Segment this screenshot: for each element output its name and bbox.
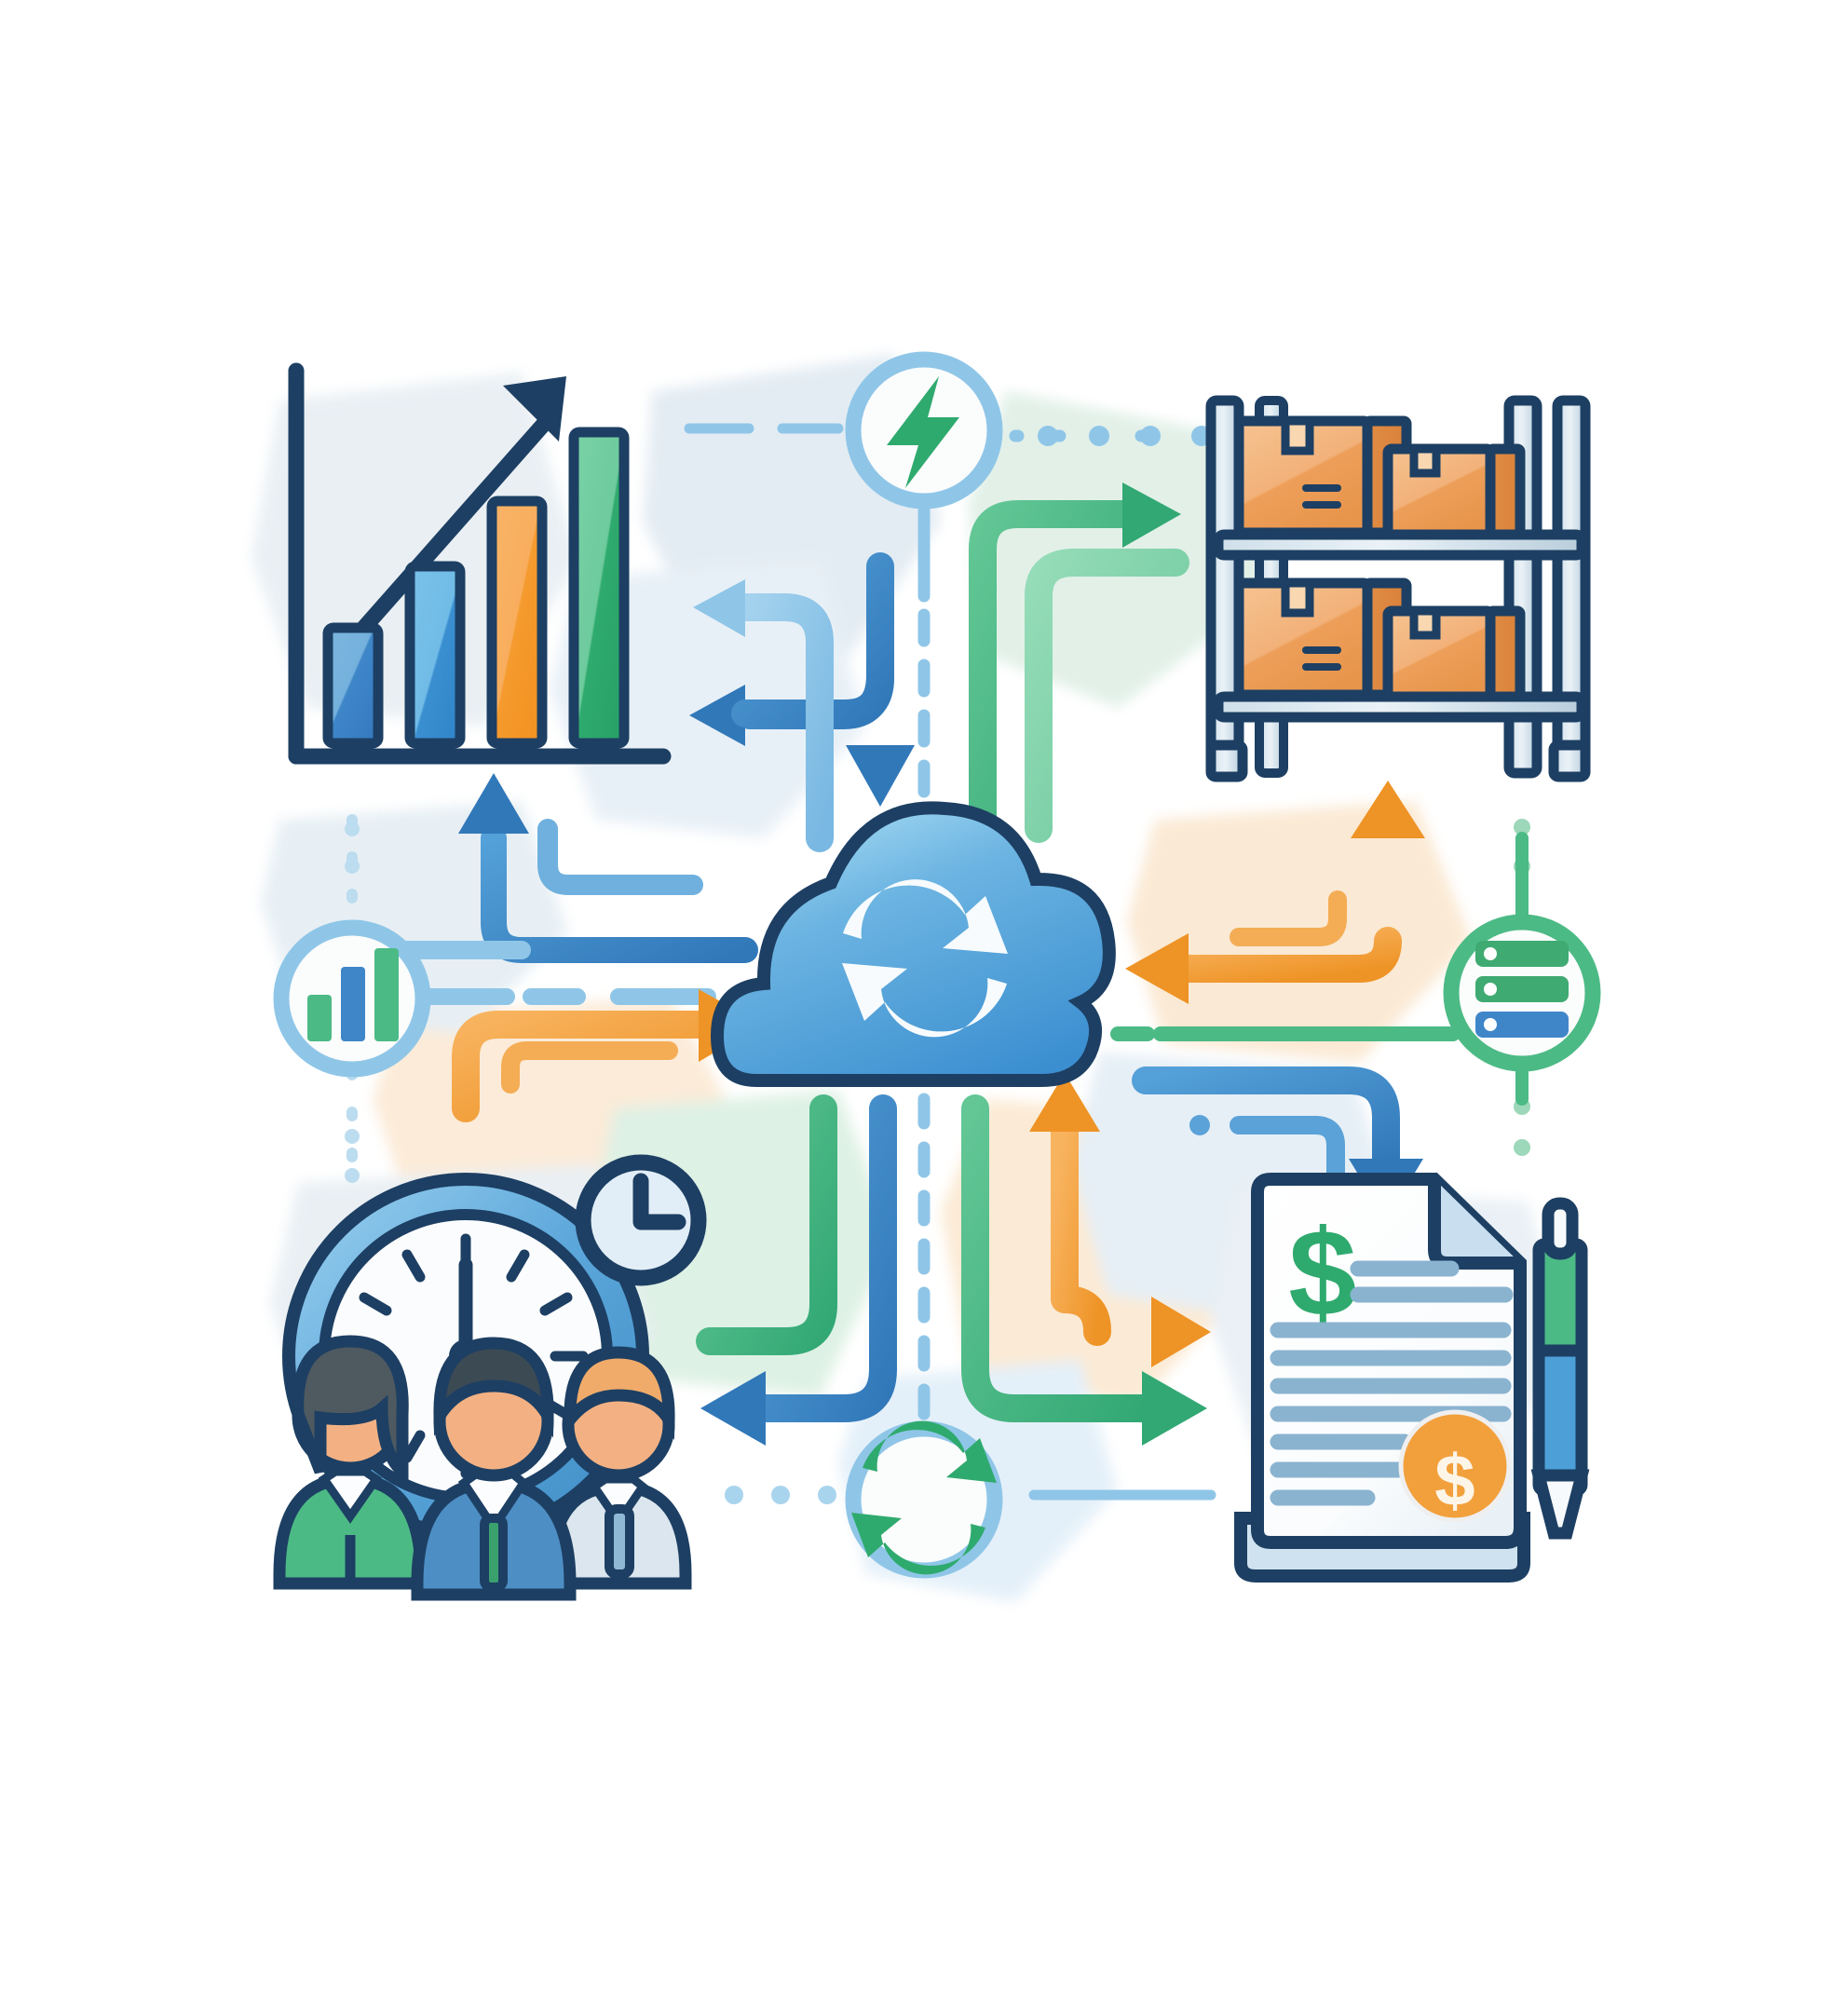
chart-trend-arrow (333, 376, 566, 662)
power-badge (845, 351, 1003, 509)
shelf-box-bottom-right (1382, 605, 1526, 702)
analytics-chart (288, 362, 672, 765)
team-person-left (273, 1335, 428, 1590)
team-person-center (411, 1337, 577, 1601)
invoice-document: $ $ (1234, 1173, 1590, 1583)
flow-arrow-cloud-to-team-green (696, 1094, 837, 1355)
document-coin-badge: $ (1398, 1409, 1512, 1523)
document-pen (1530, 1197, 1590, 1540)
chart-bar-3 (486, 496, 548, 749)
shelf-beam-upper (1213, 529, 1587, 561)
flow-arrow-cloud-to-invoice-orange (1029, 1073, 1211, 1367)
flow-arrow-cloud-to-team-blue (700, 1094, 897, 1446)
flow-arrow-cloud-to-warehouse-upper (969, 482, 1181, 843)
coin-dollar-symbol: $ (1434, 1439, 1474, 1521)
chart-bar-4 (568, 427, 630, 749)
server-stack-icon (1475, 941, 1569, 1038)
cloud-sync-arrows-icon (842, 879, 1008, 1038)
dotted-connector-top-right (1009, 426, 1212, 446)
chart-bar-2 (404, 561, 466, 749)
team-person-right (545, 1346, 692, 1590)
sync-badge (845, 1420, 1003, 1579)
flow-arrow-cloud-to-warehouse-lower (1025, 549, 1189, 843)
flow-arrows (386, 482, 1461, 1446)
shelf-box-top-left (1233, 415, 1412, 538)
flow-arrow-cloud-to-invoice-green (961, 1094, 1207, 1446)
cloud-sync-hub (710, 801, 1116, 1087)
flow-arrow-cloud-down-dark (846, 554, 915, 807)
flow-arrow-warehouse-return-orange (1125, 781, 1425, 1004)
pen-tip (1530, 1469, 1590, 1540)
shelf-box-top-right (1382, 443, 1526, 540)
chart-bar-1 (322, 622, 384, 749)
shelf-box-bottom-left (1233, 577, 1412, 700)
pen-clip (1542, 1197, 1579, 1260)
database-badge (1443, 914, 1601, 1072)
analytics-badge (273, 919, 431, 1078)
shelf-foot-left (1205, 740, 1248, 782)
sync-arrows-icon (851, 1420, 997, 1575)
small-clock-badge (575, 1154, 707, 1286)
flow-arrow-cloud-to-chart-lower (693, 579, 834, 852)
warehouse-shelf (1205, 395, 1591, 782)
dotted-connector-left-vertical (345, 814, 360, 1189)
shelf-foot-right (1548, 740, 1591, 782)
document-dollar-symbol: $ (1288, 1204, 1356, 1341)
person-hair (292, 1335, 409, 1486)
shelf-beam-lower (1213, 691, 1587, 723)
cloud-shape (710, 801, 1116, 1087)
workforce-clock (273, 1154, 707, 1601)
dotted-connector-bottom-left (725, 1486, 836, 1504)
lightning-bolt-icon (887, 376, 959, 488)
bar-chart-icon (307, 948, 399, 1041)
